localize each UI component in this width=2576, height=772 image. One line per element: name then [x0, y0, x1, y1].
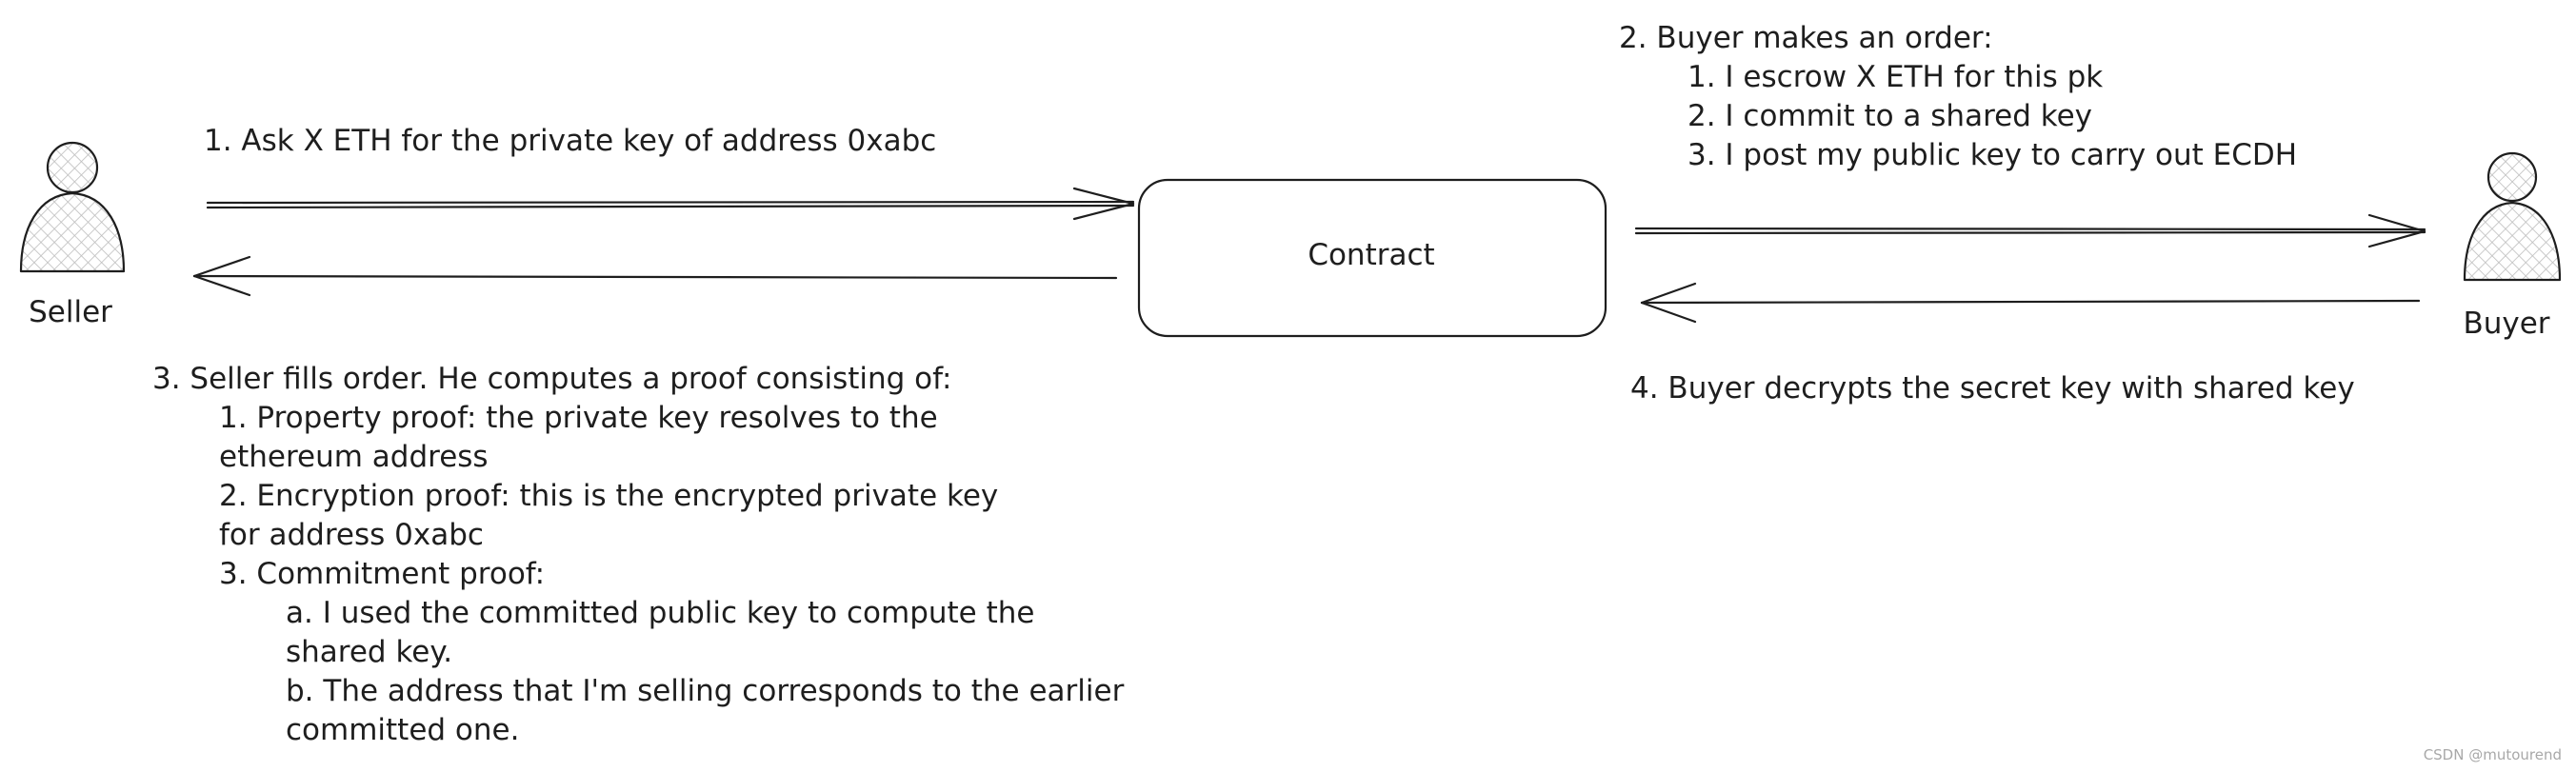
step3-line: committed one. — [286, 713, 519, 747]
step2-item: 1. I escrow X ETH for this pk — [1687, 60, 2103, 94]
step3-title: 3. Seller fills order. He computes a pro… — [152, 362, 951, 396]
buyer-actor: Buyer — [2463, 151, 2562, 341]
watermark: CSDN @mutourend — [2424, 746, 2562, 763]
step2-item: 2. I commit to a shared key — [1687, 99, 2092, 133]
contract-box: Contract — [1137, 178, 1608, 338]
contract-label: Contract — [1308, 238, 1434, 272]
arrow-buyer-to-contract — [1640, 282, 2421, 324]
buyer-person-icon — [2463, 151, 2562, 282]
step3-line: 3. Commitment proof: — [219, 557, 545, 591]
step2-item: 3. I post my public key to carry out ECD… — [1687, 138, 2297, 172]
step3-block: 3. Seller fills order. He computes a pro… — [152, 362, 1125, 747]
step3-line: a. I used the committed public key to co… — [286, 596, 1034, 630]
seller-person-icon — [19, 141, 126, 273]
seller-actor: Seller — [19, 141, 126, 329]
arrow-seller-to-contract — [206, 187, 1135, 221]
arrow-contract-to-buyer — [1634, 213, 2426, 248]
step4-label: 4. Buyer decrypts the secret key with sh… — [1630, 371, 2355, 406]
step3-line: shared key. — [286, 635, 452, 669]
buyer-label: Buyer — [2463, 307, 2549, 341]
step3-line: ethereum address — [219, 440, 489, 474]
step3-line: 1. Property proof: the private key resol… — [219, 401, 938, 435]
step3-line: 2. Encryption proof: this is the encrypt… — [219, 479, 998, 513]
arrow-contract-to-seller — [192, 255, 1118, 297]
step3-line: for address 0xabc — [219, 518, 484, 552]
step2-title: 2. Buyer makes an order: — [1619, 21, 1993, 55]
step2-block: 2. Buyer makes an order: 1. I escrow X E… — [1619, 21, 2297, 172]
step3-line: b. The address that I'm selling correspo… — [286, 674, 1125, 708]
seller-label: Seller — [29, 295, 112, 329]
step1-label: 1. Ask X ETH for the private key of addr… — [204, 124, 936, 158]
